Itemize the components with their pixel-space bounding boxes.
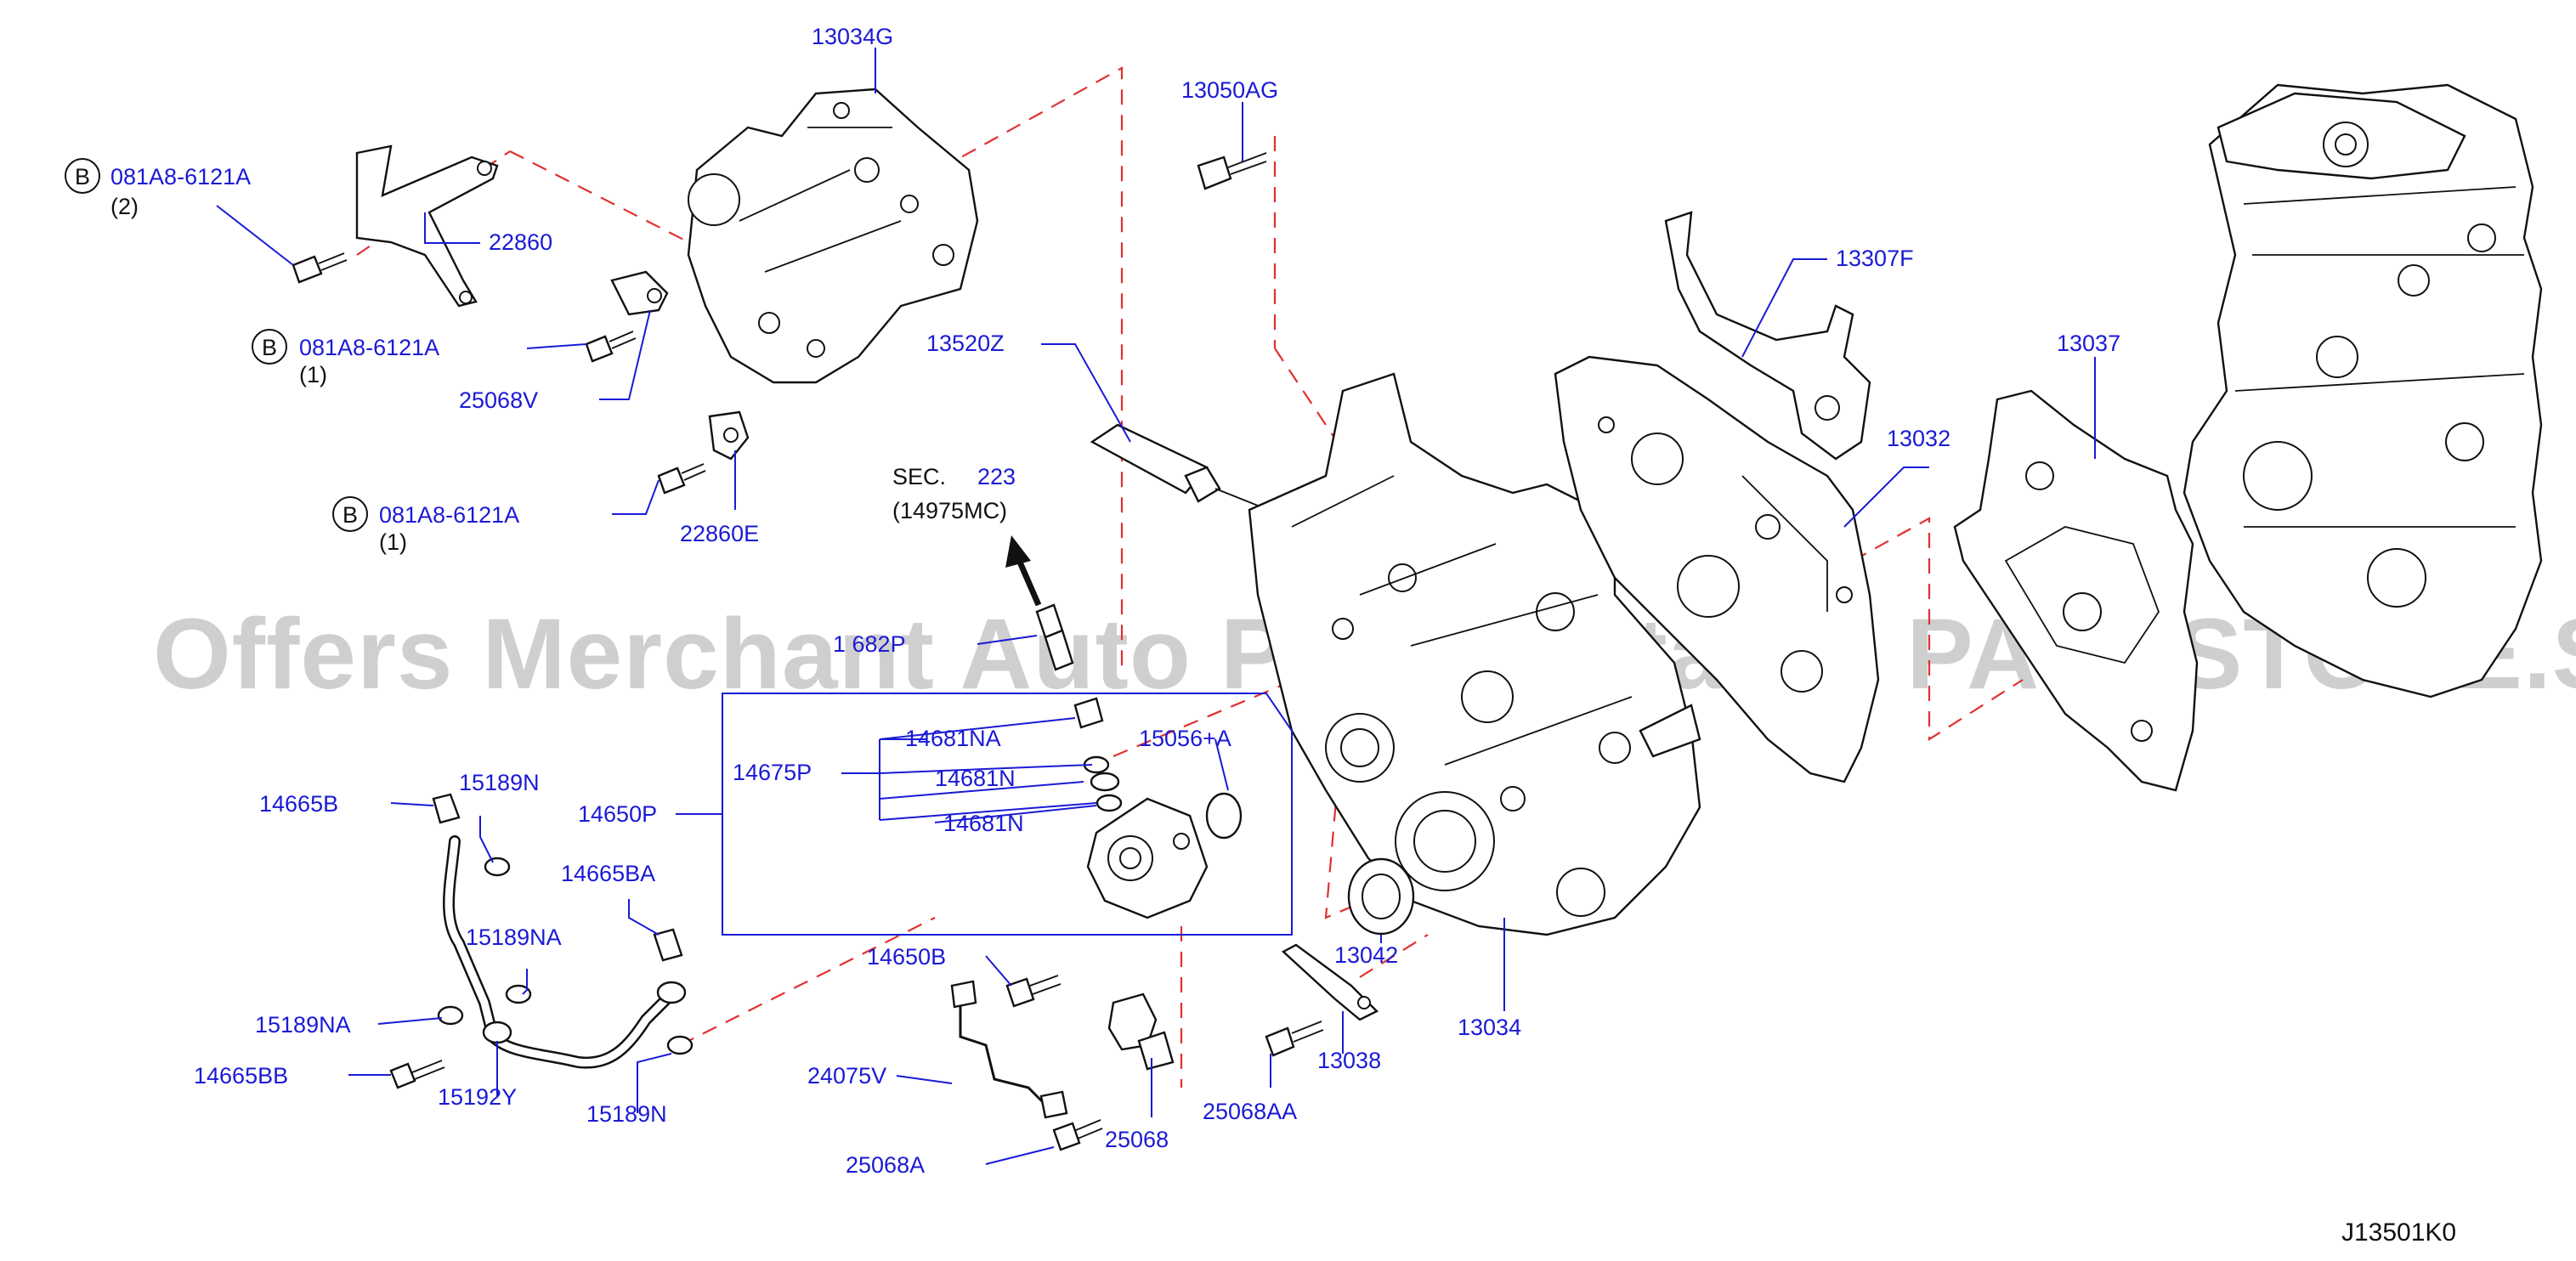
label-25068AA[interactable]: 25068AA [1203,1099,1297,1124]
gasket-13307F-drawing [1664,211,1871,461]
label-14675P[interactable]: 14675P [733,760,812,785]
bolt-13050AG-drawing [1197,152,1267,190]
oil-seal-13042-drawing [1347,857,1415,936]
sensor-13520Z-drawing [1090,423,1259,506]
sensor-25068-drawing [950,980,1175,1151]
label-14681N-a[interactable]: 14681N [935,766,1016,791]
b-marker-3 [332,496,368,532]
label-15189NA-b[interactable]: 15189NA [255,1012,351,1038]
label-13042[interactable]: 13042 [1334,942,1398,968]
label-14650P[interactable]: 14650P [578,801,657,827]
label-13050AG[interactable]: 13050AG [1181,77,1278,103]
label-14665BA[interactable]: 14665BA [561,861,655,886]
clips-drawing [610,270,750,461]
vacuum-pump-14650P-drawing [1073,697,1243,919]
label-22860[interactable]: 22860 [489,229,552,255]
gasket-13037-drawing [1953,389,2199,792]
label-25068[interactable]: 25068 [1105,1127,1169,1152]
label-15189N-a[interactable]: 15189N [459,770,540,795]
part-labels: 13034G 13050AG 22860 081A8-6121A (2) 081… [110,24,2120,1178]
label-13032[interactable]: 13032 [1887,426,1950,451]
bolts-081A8-drawing [292,252,706,495]
label-24075V[interactable]: 24075V [807,1063,886,1089]
label-15192Y[interactable]: 15192Y [438,1084,517,1110]
chain-guide-13038-drawing [1281,943,1379,1021]
qty-b: (1) [299,362,327,387]
cover-13034G-drawing [687,88,979,384]
label-15056A[interactable]: 15056+A [1139,726,1231,751]
assembly-box-14650P [722,693,1293,936]
bolt-25068AA-drawing [1265,1021,1324,1057]
b-marker-2 [252,329,287,365]
b-marker-2-text: B [262,335,277,360]
label-13520Z[interactable]: 13520Z [926,331,1005,356]
qty-c: (1) [379,529,407,555]
leader-lines [216,48,2096,1165]
label-1682P[interactable]: 1 682P [833,631,906,657]
label-22860E[interactable]: 22860E [680,521,759,546]
engine-block-drawing [2183,83,2543,698]
label-14665B[interactable]: 14665B [259,791,338,817]
label-25068V[interactable]: 25068V [459,387,538,413]
drawing-code: J13501K0 [2341,1219,2456,1247]
sec-number[interactable]: 223 [977,464,1016,489]
label-13038[interactable]: 13038 [1317,1048,1381,1073]
gasket-13032-drawing [1554,355,1880,783]
bolt-markers: B B B [65,158,368,532]
label-14681NA[interactable]: 14681NA [905,726,1001,751]
label-14681N-b[interactable]: 14681N [943,811,1024,836]
sec-223-sensor-drawing [1005,535,1074,671]
label-081A8-c[interactable]: 081A8-6121A [379,502,519,528]
vacuum-pipe-drawing [389,793,694,1089]
label-081A8-b[interactable]: 081A8-6121A [299,335,439,360]
qty-a: (2) [110,194,139,219]
bolt-14650B-drawing [1005,975,1062,1008]
bracket-22860-drawing [355,144,499,308]
label-14665BB[interactable]: 14665BB [194,1063,288,1089]
sec-sub: (14975MC) [892,498,1007,523]
b-marker-1 [65,158,100,194]
sec-prefix: SEC. [892,464,946,489]
label-13034G[interactable]: 13034G [812,24,893,49]
label-15189N-b[interactable]: 15189N [586,1101,667,1127]
label-13307F[interactable]: 13307F [1836,246,1914,271]
label-13034[interactable]: 13034 [1458,1015,1521,1040]
b-marker-1-text: B [75,164,90,189]
label-25068A[interactable]: 25068A [846,1152,925,1178]
label-13037[interactable]: 13037 [2057,331,2120,356]
label-081A8-a[interactable]: 081A8-6121A [110,164,251,189]
label-14650B[interactable]: 14650B [867,944,946,970]
b-marker-3-text: B [343,502,358,528]
label-15189NA-a[interactable]: 15189NA [466,925,562,950]
